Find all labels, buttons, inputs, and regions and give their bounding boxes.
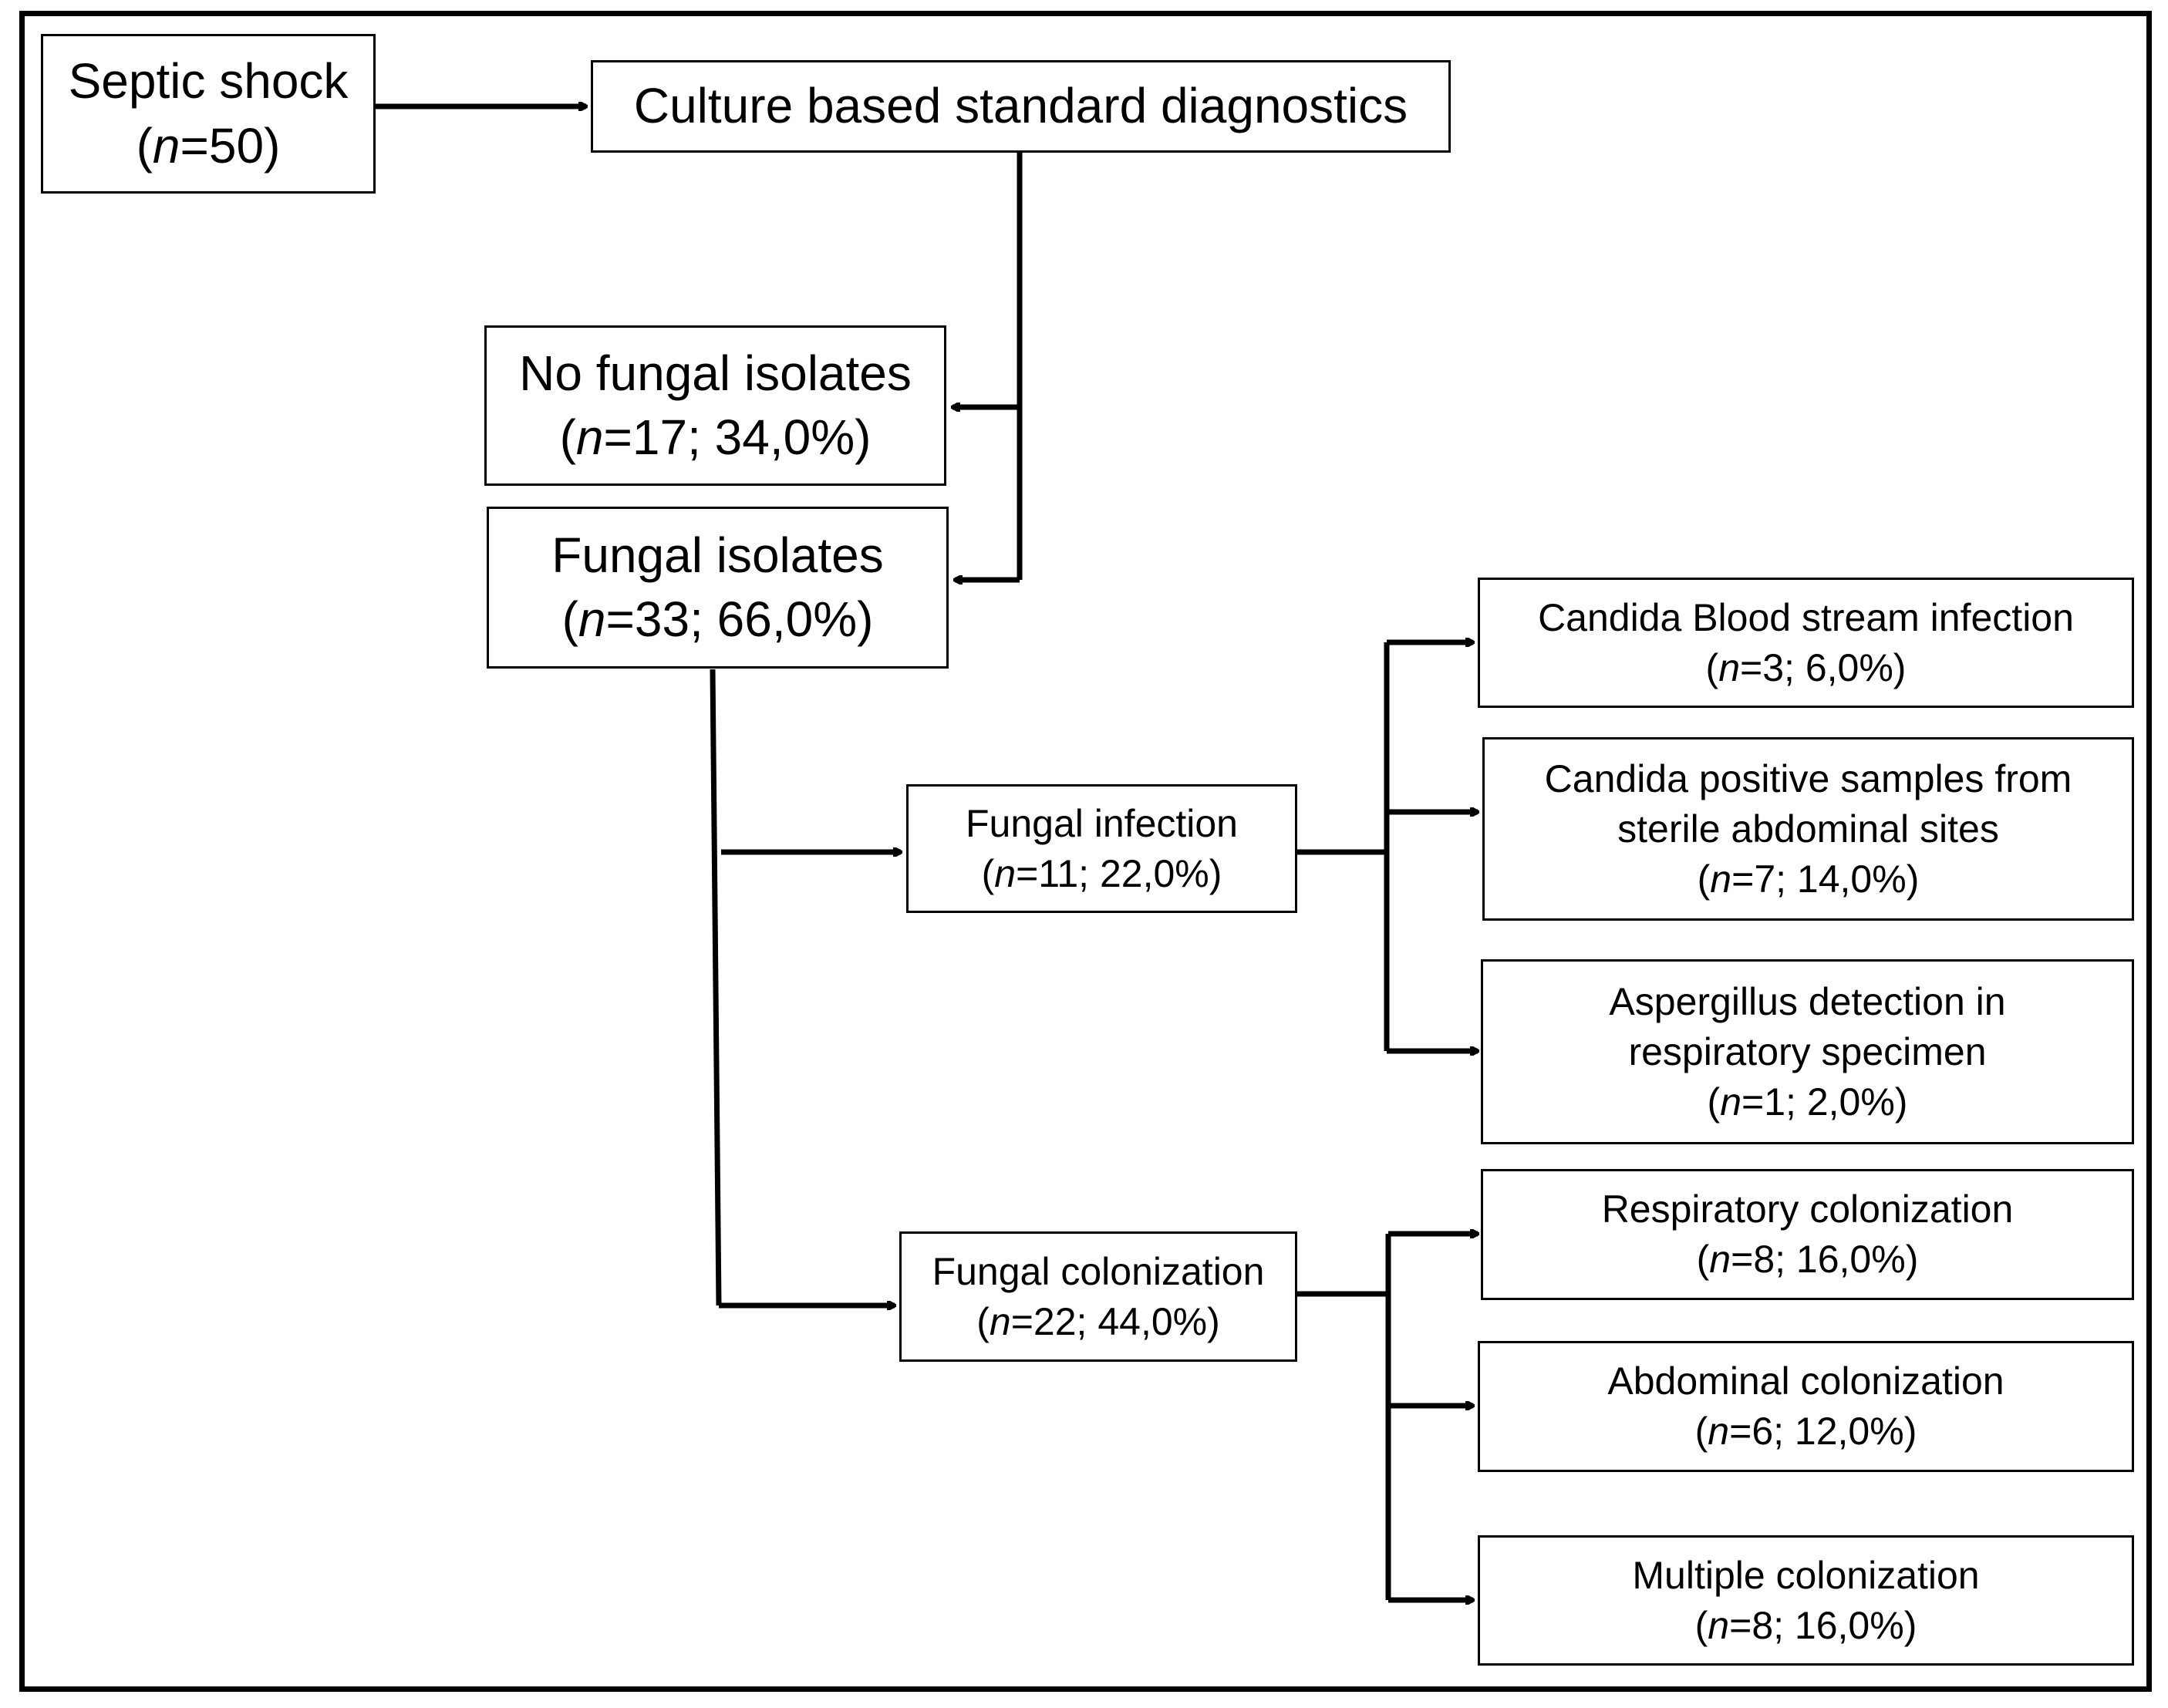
node-candida-abdominal: Candida positive samples from sterile ab… [1482,737,2134,921]
node-candida-bsi: Candida Blood stream infection (n=3; 6,0… [1478,578,2134,708]
node-abdominal-colonization: Abdominal colonization (n=6; 12,0%) [1478,1341,2134,1472]
node-multiple-colonization: Multiple colonization (n=8; 16,0%) [1478,1535,2134,1666]
node-culture-title: Culture based standard diagnostics [633,78,1408,134]
connector-isolates-trunk [710,669,722,1306]
node-fungal-isolates: Fungal isolates (n=33; 66,0%) [487,507,949,669]
node-culture-diagnostics: Culture based standard diagnostics [591,60,1451,153]
node-septic-shock: Septic shock (n=50) [41,34,376,194]
diagram-frame [19,11,2152,1692]
node-no-fungal-isolates: No fungal isolates (n=17; 34,0%) [484,325,946,486]
node-respiratory-colonization: Respiratory colonization (n=8; 16,0%) [1481,1169,2134,1300]
node-septic-shock-title: Septic shock [68,53,349,109]
node-aspergillus: Aspergillus detection in respiratory spe… [1481,959,2134,1144]
node-fungal-colonization: Fungal colonization (n=22; 44,0%) [899,1231,1297,1362]
node-septic-shock-count: 50 [208,117,265,173]
node-fungal-infection: Fungal infection (n=11; 22,0%) [906,784,1297,913]
